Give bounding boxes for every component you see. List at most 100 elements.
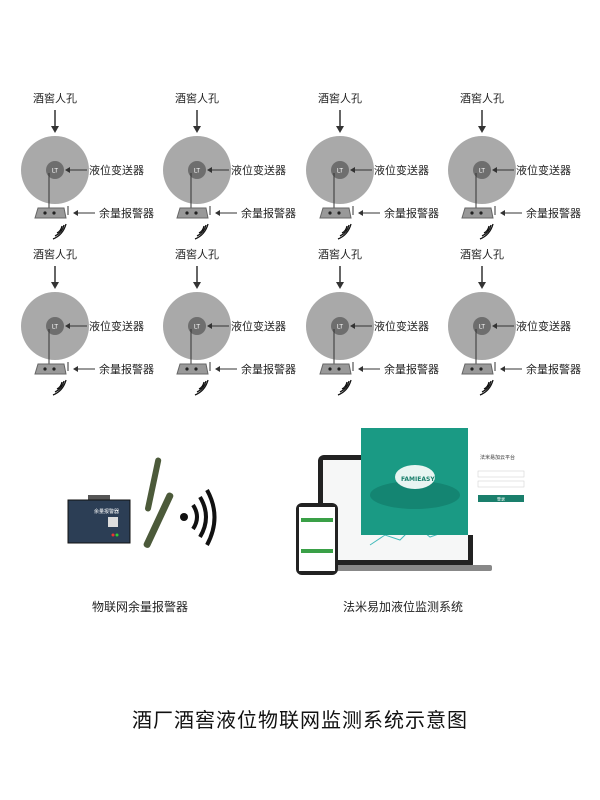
alarm-device	[319, 207, 352, 219]
device-body	[67, 499, 131, 544]
alarm-label: 余量报警器	[99, 206, 154, 220]
wifi-signal-icon	[180, 513, 188, 521]
wireless-signal-icon	[337, 223, 352, 240]
platform-caption: 法米易加液位监测系统	[342, 600, 463, 614]
manhole-label: 酒窖人孔	[318, 247, 362, 261]
arrow-left-icon	[500, 366, 505, 372]
arrow-left-icon	[73, 210, 78, 216]
indicator-dot	[185, 211, 189, 215]
alarm-label: 余量报警器	[241, 206, 296, 220]
sensor-code: LT	[194, 324, 201, 331]
indicator-dot	[479, 367, 483, 371]
wireless-signal-icon	[194, 223, 209, 240]
monitoring-platform-image: 法米易加云平台 登录 FAMIEASY	[296, 428, 531, 575]
alarm-device	[34, 363, 67, 375]
manhole-label: 酒窖人孔	[33, 247, 77, 261]
arrow-left-icon	[500, 210, 505, 216]
arrow-left-icon	[350, 167, 355, 173]
arrow-down-icon	[336, 282, 344, 289]
arrow-left-icon	[492, 167, 497, 173]
sensor-label: 液位变送器	[374, 319, 429, 333]
indicator-dot	[43, 211, 47, 215]
alarm-device	[34, 207, 67, 219]
indicator-dot	[470, 211, 474, 215]
arrow-left-icon	[73, 366, 78, 372]
level-sensor	[473, 161, 491, 179]
arrow-left-icon	[358, 210, 363, 216]
login-title: 法米易加云平台	[480, 454, 515, 461]
cloud-icon	[395, 465, 435, 489]
indicator-dot	[43, 367, 47, 371]
sensor-label: 液位变送器	[231, 319, 286, 333]
indicator-dot	[470, 367, 474, 371]
arrow-down-icon	[478, 282, 486, 289]
page-title: 酒厂酒窖液位物联网监测系统示意图	[132, 708, 468, 732]
svg-text:登录: 登录	[497, 496, 505, 502]
login-button	[478, 495, 524, 502]
arrow-left-icon	[65, 167, 70, 173]
arrow-left-icon	[350, 323, 355, 329]
manhole-label: 酒窖人孔	[175, 247, 219, 261]
alarm-label: 余量报警器	[526, 206, 581, 220]
alarm-label: 余量报警器	[99, 362, 154, 376]
alarm-device	[319, 363, 352, 375]
arrow-down-icon	[336, 126, 344, 133]
iot-alarm-device-image: 余量报警器	[67, 457, 217, 548]
manhole-label: 酒窖人孔	[175, 91, 219, 105]
sensor-label: 液位变送器	[89, 163, 144, 177]
antenna	[143, 492, 174, 548]
sensor-code: LT	[479, 168, 486, 175]
alarm-device	[461, 363, 494, 375]
arrow-down-icon	[193, 282, 201, 289]
indicator-dot	[328, 211, 332, 215]
sensor-code: LT	[52, 324, 59, 331]
sensor-code: LT	[337, 324, 344, 331]
arrow-left-icon	[215, 366, 220, 372]
level-sensor	[473, 317, 491, 335]
alarm-device	[176, 207, 209, 219]
alarm-device	[461, 207, 494, 219]
indicator-dot	[479, 211, 483, 215]
arrow-left-icon	[358, 366, 363, 372]
level-sensor	[188, 161, 206, 179]
level-sensor	[188, 317, 206, 335]
level-sensor	[46, 161, 64, 179]
sensor-label: 液位变送器	[516, 163, 571, 177]
manhole-label: 酒窖人孔	[460, 247, 504, 261]
arrow-down-icon	[193, 126, 201, 133]
alarm-label: 余量报警器	[384, 362, 439, 376]
indicator-dot	[328, 367, 332, 371]
indicator-dot	[337, 367, 341, 371]
arrow-left-icon	[215, 210, 220, 216]
wireless-signal-icon	[52, 223, 67, 240]
indicator-dot	[337, 211, 341, 215]
level-sensor	[46, 317, 64, 335]
arrow-down-icon	[51, 282, 59, 289]
alarm-label: 余量报警器	[526, 362, 581, 376]
sensor-code: LT	[194, 168, 201, 175]
wireless-signal-icon	[337, 379, 352, 396]
arrow-left-icon	[207, 323, 212, 329]
sensor-label: 液位变送器	[516, 319, 571, 333]
wireless-signal-icon	[479, 223, 494, 240]
device-screen-label: 余量报警器	[94, 508, 119, 515]
wireless-signal-icon	[52, 379, 67, 396]
indicator-dot	[194, 367, 198, 371]
manhole-label: 酒窖人孔	[460, 91, 504, 105]
sensor-code: LT	[337, 168, 344, 175]
arrow-down-icon	[478, 126, 486, 133]
qr-code	[108, 517, 118, 527]
alarm-device	[176, 363, 209, 375]
sensor-label: 液位变送器	[374, 163, 429, 177]
level-sensor	[331, 317, 349, 335]
manhole-label: 酒窖人孔	[33, 91, 77, 105]
sensor-label: 液位变送器	[231, 163, 286, 177]
alarm-label: 余量报警器	[384, 206, 439, 220]
manhole-label: 酒窖人孔	[318, 91, 362, 105]
wireless-signal-icon	[194, 379, 209, 396]
arrow-down-icon	[51, 126, 59, 133]
sensor-code: LT	[479, 324, 486, 331]
indicator-dot	[194, 211, 198, 215]
indicator-dot	[52, 367, 56, 371]
